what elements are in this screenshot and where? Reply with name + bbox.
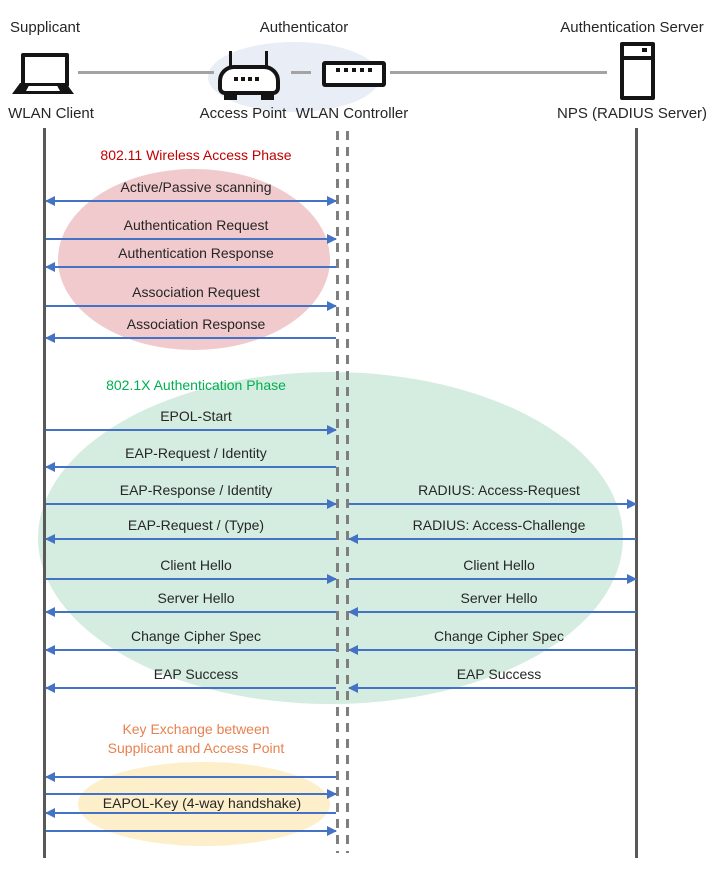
device-label-wlan-controller: WLAN Controller bbox=[295, 105, 409, 122]
message-label: Change Cipher Spec bbox=[434, 628, 564, 644]
message-arrow-both bbox=[45, 196, 337, 206]
message-arrow-right bbox=[46, 574, 337, 584]
ap-dot bbox=[234, 77, 238, 81]
laptop-base-inner bbox=[26, 86, 60, 91]
ap-dot bbox=[241, 77, 245, 81]
message-arrow-left bbox=[45, 772, 336, 782]
ap-dot bbox=[255, 77, 259, 81]
message-arrow-left bbox=[45, 645, 336, 655]
message-label: Association Request bbox=[132, 284, 260, 300]
lifeline-wlan-controller-dashed-1 bbox=[336, 131, 339, 853]
role-label-supplicant: Supplicant bbox=[10, 19, 81, 36]
message-arrow-left bbox=[348, 534, 636, 544]
message-label: Server Hello bbox=[460, 590, 538, 606]
controller-body bbox=[322, 61, 386, 87]
server-led bbox=[642, 48, 647, 52]
device-label-access-point: Access Point bbox=[199, 105, 287, 122]
message-label: EPOL-Start bbox=[160, 408, 232, 424]
message-label: EAP-Request / Identity bbox=[125, 445, 267, 461]
device-label-nps: NPS (RADIUS Server) bbox=[557, 105, 708, 122]
message-arrow-right bbox=[349, 499, 637, 509]
message-arrow-left bbox=[348, 607, 636, 617]
phase-title-key-exchange-line2: Supplicant and Access Point bbox=[107, 740, 285, 756]
message-arrow-left bbox=[45, 333, 336, 343]
message-label: Authentication Request bbox=[123, 217, 269, 233]
message-label: Change Cipher Spec bbox=[131, 628, 261, 644]
ap-foot-right bbox=[261, 93, 274, 100]
message-arrow-left bbox=[45, 262, 336, 272]
message-arrow-left bbox=[45, 683, 336, 693]
message-arrow-left bbox=[348, 645, 636, 655]
message-label: EAP Success bbox=[153, 666, 239, 682]
message-label: EAP Success bbox=[456, 666, 542, 682]
message-label: Association Response bbox=[126, 316, 266, 332]
message-arrow-right bbox=[46, 301, 337, 311]
ap-antenna-left bbox=[229, 51, 232, 67]
message-arrow-right bbox=[46, 234, 337, 244]
wireless-access-phase-ellipse bbox=[58, 169, 330, 350]
message-label: Authentication Response bbox=[118, 245, 274, 261]
phase-title-key-exchange-line1: Key Exchange between bbox=[122, 721, 270, 737]
message-arrow-right bbox=[46, 826, 337, 836]
message-label: Active/Passive scanning bbox=[120, 179, 272, 195]
device-label-wlan-client: WLAN Client bbox=[8, 105, 94, 122]
connector-client-ap bbox=[78, 71, 214, 74]
server-body bbox=[620, 42, 655, 100]
message-label: EAPOL-Key (4-way handshake) bbox=[102, 795, 302, 811]
role-label-authenticator: Authenticator bbox=[259, 19, 349, 36]
connector-ap-controller bbox=[291, 71, 311, 74]
message-label: Client Hello bbox=[463, 557, 535, 573]
message-arrow-right bbox=[46, 789, 337, 799]
message-arrow-right bbox=[46, 499, 337, 509]
lifeline-wlan-client bbox=[43, 128, 46, 858]
message-arrow-left bbox=[45, 534, 336, 544]
message-arrow-left bbox=[45, 808, 336, 818]
message-arrow-left bbox=[348, 683, 636, 693]
controller-dot bbox=[336, 68, 340, 72]
laptop-screen bbox=[21, 53, 69, 87]
controller-dot bbox=[344, 68, 348, 72]
message-arrow-left bbox=[45, 607, 336, 617]
message-arrow-left bbox=[45, 462, 336, 472]
phase-title-8021x: 802.1X Authentication Phase bbox=[106, 377, 286, 393]
message-label: EAP-Request / (Type) bbox=[127, 517, 265, 533]
message-label: Client Hello bbox=[160, 557, 232, 573]
message-arrow-right bbox=[46, 425, 337, 435]
controller-dot bbox=[360, 68, 364, 72]
server-divider bbox=[624, 56, 651, 60]
lifeline-nps-server bbox=[635, 128, 638, 858]
message-label: RADIUS: Access-Request bbox=[418, 482, 580, 498]
ap-body bbox=[218, 65, 280, 95]
ap-foot-left bbox=[224, 93, 237, 100]
ap-dot bbox=[248, 77, 252, 81]
controller-dot bbox=[352, 68, 356, 72]
lifeline-wlan-controller-dashed-2 bbox=[346, 131, 349, 853]
connector-controller-server bbox=[390, 71, 607, 74]
ap-antenna-right bbox=[265, 51, 268, 67]
message-label: Server Hello bbox=[157, 590, 235, 606]
message-arrow-right bbox=[349, 574, 637, 584]
message-label: EAP-Response / Identity bbox=[119, 482, 273, 498]
role-label-authentication-server: Authentication Server bbox=[560, 19, 704, 36]
controller-dot bbox=[368, 68, 372, 72]
phase-title-wireless-access: 802.11 Wireless Access Phase bbox=[100, 147, 292, 163]
message-label: RADIUS: Access-Challenge bbox=[412, 517, 586, 533]
